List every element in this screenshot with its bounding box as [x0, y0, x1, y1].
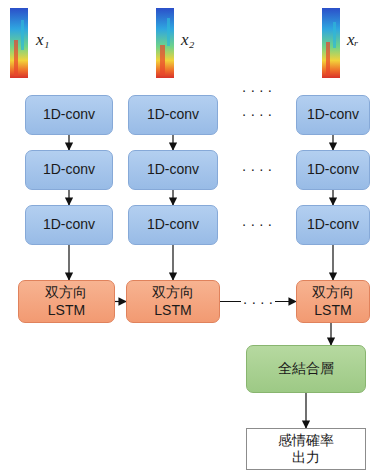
conv-layer-box: 1D-conv — [25, 205, 113, 245]
input-label: xᵣ — [347, 30, 359, 50]
node-text: 双方向 LSTM — [304, 284, 363, 319]
arrow-connector — [332, 190, 333, 205]
dense-layer-box: 全結合層 — [246, 345, 366, 393]
arrow-connector — [115, 301, 126, 302]
arrow-connector — [332, 245, 333, 280]
arrow-connector — [305, 393, 306, 428]
input-label: x₁ — [36, 30, 49, 50]
node-text: 双方向 LSTM — [37, 284, 96, 319]
conv-layer-box: 1D-conv — [296, 205, 370, 245]
node-text: 1D-conv — [43, 161, 95, 179]
ellipsis-dots: · · · · — [242, 216, 272, 232]
ellipsis-dots: · · · · — [242, 82, 272, 98]
arrow-connector — [172, 245, 173, 280]
conv-layer-box: 1D-conv — [25, 95, 113, 135]
conv-layer-box: 1D-conv — [128, 95, 218, 135]
arrow-connector — [172, 135, 173, 150]
spectrogram — [10, 8, 28, 78]
arrow-connector — [172, 190, 173, 205]
conv-layer-box: 1D-conv — [296, 150, 370, 190]
node-text: 1D-conv — [147, 216, 199, 234]
node-text: 1D-conv — [307, 161, 359, 179]
node-text: 1D-conv — [43, 216, 95, 234]
spectrogram — [156, 8, 174, 78]
node-text: 1D-conv — [307, 216, 359, 234]
arrow-connector — [68, 190, 69, 205]
ellipsis-dots: · · · · — [241, 294, 275, 310]
ellipsis-dots: · · · · — [242, 161, 272, 177]
conv-layer-box: 1D-conv — [25, 150, 113, 190]
arrow-connector — [68, 135, 69, 150]
output-box: 感情確率 出力 — [246, 428, 366, 470]
arrow-connector — [332, 135, 333, 150]
node-text: 1D-conv — [147, 161, 199, 179]
arrow-connector — [68, 245, 69, 280]
conv-layer-box: 1D-conv — [128, 205, 218, 245]
node-text: 1D-conv — [43, 106, 95, 124]
node-text: 双方向 LSTM — [144, 284, 203, 319]
node-text: 1D-conv — [147, 106, 199, 124]
input-label: x₂ — [181, 30, 194, 50]
conv-layer-box: 1D-conv — [296, 95, 370, 135]
spectrogram — [322, 8, 340, 78]
arrow-connector — [330, 323, 331, 345]
lstm-box: 双方向 LSTM — [18, 280, 115, 323]
lstm-box: 双方向 LSTM — [126, 280, 220, 323]
conv-layer-box: 1D-conv — [128, 150, 218, 190]
ellipsis-dots: · · · · — [242, 106, 272, 122]
node-text: 全結合層 — [278, 360, 334, 378]
node-text: 感情確率 出力 — [277, 432, 336, 467]
node-text: 1D-conv — [307, 106, 359, 124]
lstm-box: 双方向 LSTM — [296, 280, 370, 323]
